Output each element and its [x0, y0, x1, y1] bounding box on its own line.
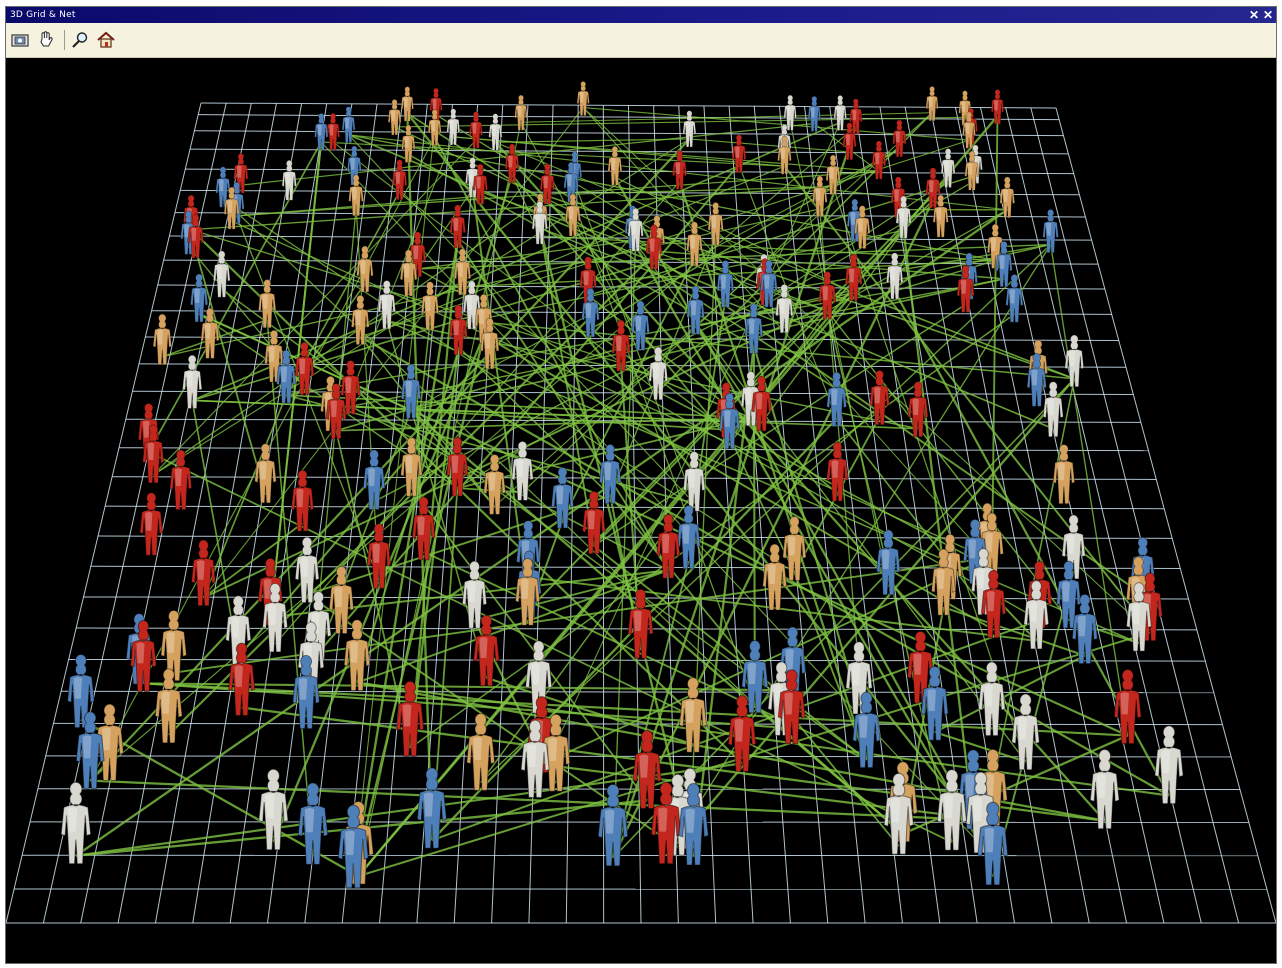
app-window: 3D Grid & Net ✕ ✕	[5, 6, 1277, 964]
agent-figure[interactable]	[1155, 726, 1183, 804]
agent-figure[interactable]	[282, 160, 296, 200]
agent-figure[interactable]	[61, 782, 91, 863]
agent-figure[interactable]	[633, 730, 661, 808]
network-link	[196, 250, 266, 495]
network-link	[689, 139, 849, 152]
hand-icon	[36, 30, 56, 50]
network-link	[992, 116, 998, 569]
agent-figure[interactable]	[577, 81, 589, 115]
home-icon	[96, 30, 116, 50]
camera-icon	[10, 30, 30, 50]
agent-figure[interactable]	[1053, 444, 1074, 503]
agent-figure[interactable]	[677, 505, 700, 568]
title-bar[interactable]: 3D Grid & Net ✕ ✕	[6, 7, 1276, 23]
close-button[interactable]: ✕	[1262, 7, 1274, 23]
agent-figure[interactable]	[170, 450, 192, 510]
grid-line	[6, 103, 201, 923]
pan-button[interactable]	[34, 28, 58, 52]
agent-figure[interactable]	[1000, 177, 1015, 218]
network-scene[interactable]	[6, 58, 1276, 963]
magnifier-icon	[70, 30, 90, 50]
home-button[interactable]	[94, 28, 118, 52]
agent-figure[interactable]	[153, 314, 171, 365]
grid-line	[53, 723, 1222, 724]
grid-line	[1031, 108, 1239, 923]
agent-figure[interactable]	[872, 141, 886, 179]
agent-figure[interactable]	[213, 251, 230, 297]
network-link	[583, 108, 969, 141]
window-title: 3D Grid & Net	[10, 7, 76, 23]
snapshot-button[interactable]	[8, 28, 32, 52]
toolbar	[6, 23, 1276, 58]
minimize-button[interactable]: ✕	[1248, 7, 1260, 23]
zoom-button[interactable]	[68, 28, 92, 52]
network-link	[935, 732, 1026, 762]
3d-viewport[interactable]	[6, 58, 1276, 963]
toolbar-separator	[64, 30, 65, 50]
agent-figure[interactable]	[1006, 274, 1023, 322]
agent-figure[interactable]	[326, 113, 339, 150]
